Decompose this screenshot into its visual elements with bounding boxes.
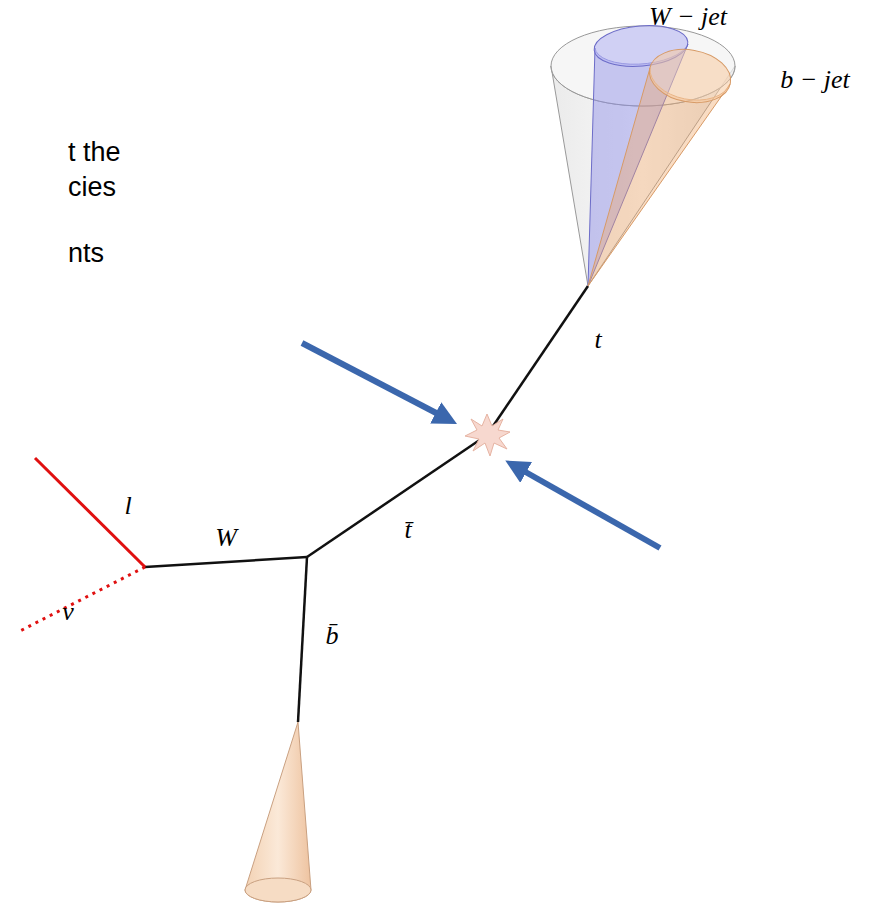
particle-label: t <box>594 325 601 354</box>
label-holder: nts <box>68 238 104 269</box>
particle-label: b − jet <box>780 65 850 94</box>
beam-arrow <box>302 343 440 415</box>
particle-label: W − jet <box>649 2 727 31</box>
label-holder: W − jet <box>649 2 727 32</box>
particle-label: W <box>215 523 237 552</box>
label-holder: b̄ <box>326 621 339 651</box>
neutrino-line <box>18 567 145 632</box>
bbar-line <box>298 557 307 722</box>
slide-text: t the <box>68 137 121 167</box>
particle-lines <box>145 286 588 722</box>
beam-arrow <box>522 470 660 548</box>
slide-text: cies <box>68 172 116 202</box>
top-line <box>487 286 588 435</box>
label-holder: t̄ <box>404 515 411 545</box>
particle-label: b̄ <box>326 621 339 650</box>
w-line <box>145 557 307 567</box>
particle-label: ν <box>62 597 74 626</box>
lepton-line <box>35 458 145 567</box>
particle-label: t̄ <box>404 515 411 544</box>
slide-text: nts <box>68 238 104 268</box>
label-holder: ν <box>62 597 74 627</box>
label-holder: t the <box>68 137 121 168</box>
label-holder: t <box>594 325 601 355</box>
label-holder: b − jet <box>780 65 850 95</box>
bbar-jet-cone <box>245 722 311 902</box>
label-holder: cies <box>68 172 116 203</box>
collision-burst <box>465 414 510 456</box>
particle-label: l <box>124 491 131 520</box>
b-jet-cone <box>588 43 735 286</box>
label-holder: W <box>215 523 237 553</box>
label-holder: l <box>124 491 131 521</box>
antitop-line <box>307 435 487 557</box>
